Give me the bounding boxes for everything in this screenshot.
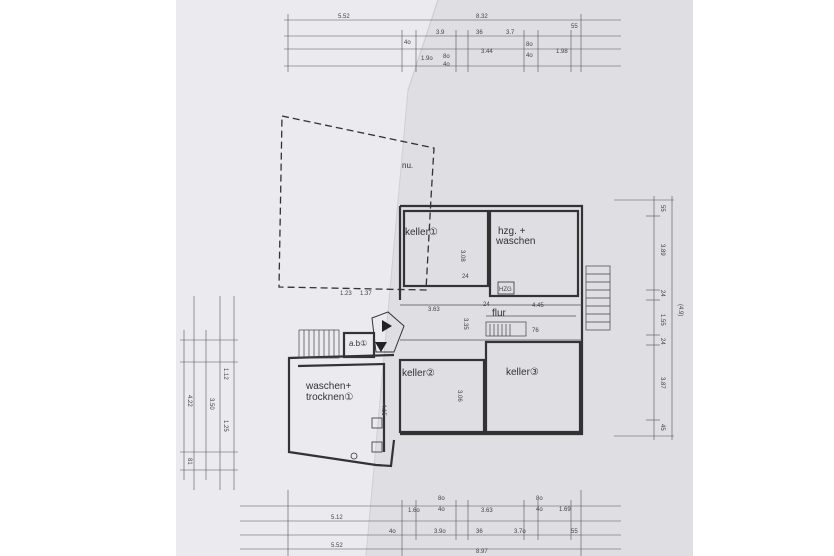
dim-bottom-e: 4o: [536, 507, 543, 513]
dim-bottom-g: 5.12: [331, 515, 343, 521]
dim-bottom-d: 8o: [536, 496, 543, 502]
label-waschen-line1: waschen+: [305, 381, 351, 392]
left-dimension-lines: [180, 296, 238, 490]
dim-top-f: 4o: [404, 40, 411, 46]
dim-top-l: 8o: [443, 54, 450, 60]
dim-inner-j: 24: [462, 274, 469, 280]
dim-bottom-c: 4o: [438, 507, 445, 513]
dim-inner-a: 3.08: [459, 250, 465, 262]
top-dimension-lines: [284, 14, 621, 72]
dim-right-f: 3.87: [659, 377, 665, 389]
label-hzg-line2: waschen: [495, 236, 535, 247]
background-right: [693, 0, 834, 556]
paper-fold-light: [176, 0, 438, 556]
dim-left-e: 81: [186, 458, 192, 465]
dim-top-m: 4o: [443, 62, 450, 68]
dim-right-c: 24: [659, 290, 665, 297]
floor-plan-sheet: 5.52 8.32 4o 3.9 36 3.7 55 8o 4o 1.98 3.…: [176, 0, 693, 556]
dim-inner-d: 4.45: [532, 303, 544, 309]
hzg-box-label: HZG: [499, 287, 512, 293]
entrance-outline: [371, 311, 405, 353]
dim-inner-g: 1.23: [340, 291, 352, 297]
dim-inner-k: 76: [532, 328, 539, 334]
dim-inner-b: 3.63: [428, 307, 440, 313]
dim-bottom-b: 8o: [438, 496, 445, 502]
dim-bottom-o: 8.97: [476, 549, 488, 555]
dim-top-k: 1.9o: [421, 56, 433, 62]
dim-inner-e: 3.06: [456, 390, 462, 402]
dim-right-d: 1.55: [659, 314, 665, 326]
dim-inner-i: 24: [483, 302, 490, 308]
dim-top-a: 5.52: [338, 14, 350, 20]
paper-fold-shadow: [366, 0, 693, 556]
dim-left-b: 3.50: [208, 398, 214, 410]
dim-bottom-h: 3.63: [481, 508, 493, 514]
dim-top-c: 36: [476, 30, 483, 36]
dashed-extension-outline: [278, 115, 435, 291]
dim-bottom-k: 36: [476, 529, 483, 535]
dim-right-total: (4.9): [677, 304, 683, 316]
dim-left-c: 1.12: [222, 368, 228, 380]
dim-top-j: 3.44: [481, 49, 493, 55]
dim-top-h: 4o: [526, 53, 533, 59]
dim-bottom-a: 1.6o: [408, 508, 420, 514]
right-dimension-lines: [614, 196, 674, 440]
background-left: [0, 0, 176, 556]
dim-right-b: 3.89: [659, 244, 665, 256]
building-walls: [287, 204, 584, 468]
dim-inner-h: 1.37: [360, 291, 372, 297]
dim-right-e: 24: [659, 338, 665, 345]
hzg-unit-box: [497, 281, 515, 295]
dim-bottom-l: 3.7o: [514, 529, 526, 535]
dim-bottom-i: 4o: [389, 529, 396, 535]
dim-right-g: 45: [659, 424, 665, 431]
label-nu: nu.: [402, 161, 413, 170]
label-keller-1: keller①: [405, 227, 438, 238]
stairs-left: [298, 329, 340, 359]
dim-inner-f: 4.15: [380, 404, 386, 416]
label-ab: a.b①: [349, 339, 367, 348]
dim-top-i: 1.98: [556, 49, 568, 55]
label-keller-3: keller③: [506, 367, 539, 378]
fixture-dryer: [371, 441, 383, 453]
floor-plan-drawing: 5.52 8.32 4o 3.9 36 3.7 55 8o 4o 1.98 3.…: [176, 0, 693, 556]
dim-top-total: 8.32: [476, 14, 488, 20]
dim-top-e: 55: [571, 24, 578, 30]
label-waschen-line2: trocknen①: [306, 392, 353, 403]
dim-inner-c: 3.35: [462, 318, 468, 330]
bottom-dimension-lines: [240, 490, 621, 556]
entrance-arrow-down: [375, 342, 387, 352]
label-keller-2: keller②: [402, 368, 435, 379]
entrance-arrow-right: [382, 320, 392, 332]
floor-drain: [350, 452, 358, 460]
dim-bottom-f: 1.69: [559, 507, 571, 513]
dim-bottom-j: 3.9o: [434, 529, 446, 535]
dim-top-d: 3.7: [506, 30, 515, 36]
dim-top-b: 3.9: [436, 30, 445, 36]
stairs-right: [585, 265, 611, 331]
label-flur: flur: [492, 308, 507, 319]
dim-right-a: 55: [659, 205, 665, 212]
dim-top-g: 8o: [526, 42, 533, 48]
label-hzg-line1: hzg. +: [498, 226, 526, 237]
dim-left-d: 1.25: [222, 420, 228, 432]
dim-left-a: 4.22: [186, 395, 192, 407]
fixture-washer: [371, 417, 383, 429]
dim-bottom-m: 55: [571, 529, 578, 535]
dim-bottom-n: 5.52: [331, 543, 343, 549]
